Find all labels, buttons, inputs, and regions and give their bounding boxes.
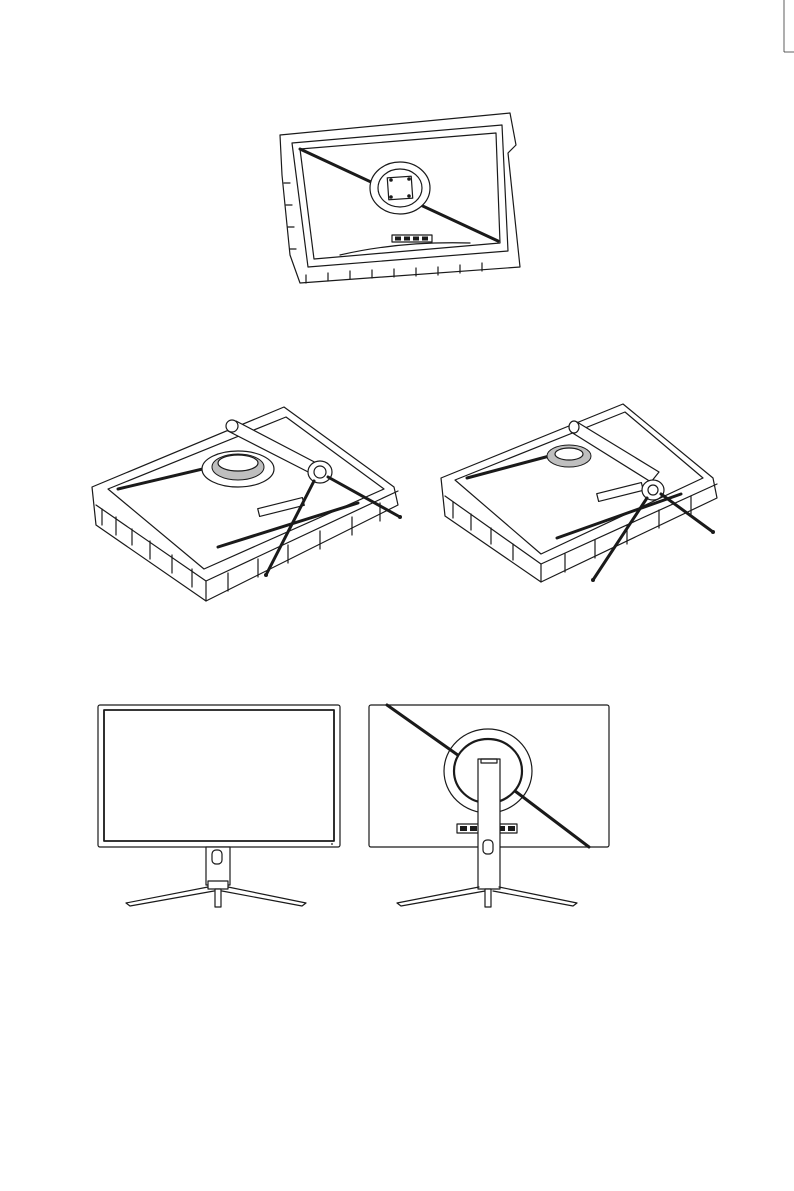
stand-column-secured-icon [437, 402, 719, 592]
stand-column-attach-icon [88, 405, 408, 605]
monitor-rear-view-icon [367, 703, 611, 908]
monitor-face-down-in-foam-icon [270, 105, 530, 290]
monitor-front-view-icon [96, 703, 342, 908]
cut-mark [740, 0, 794, 70]
